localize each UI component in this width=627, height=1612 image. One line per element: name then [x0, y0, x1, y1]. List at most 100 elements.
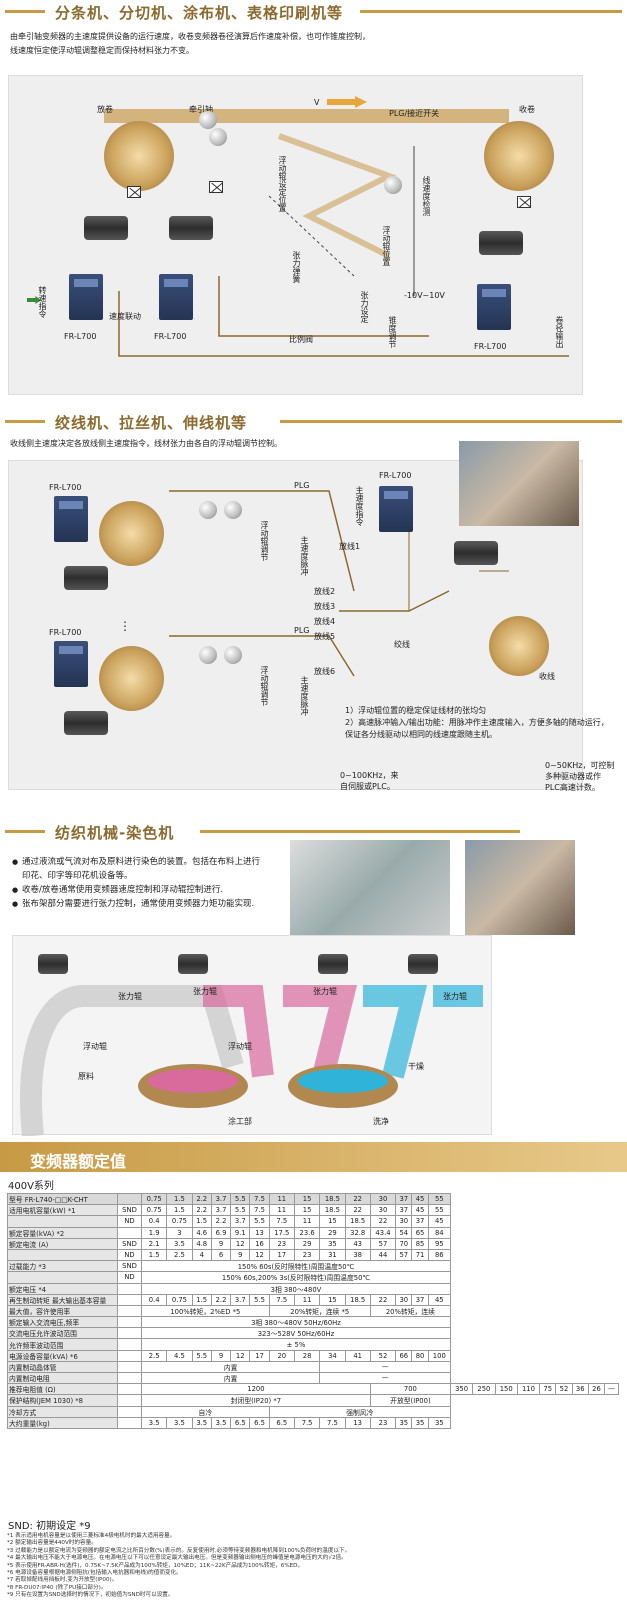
section1-title: 分条机、分切机、涂布机、表格印刷机等	[55, 4, 344, 22]
spec-cell: SND	[117, 1204, 142, 1217]
spec-cell: 2.2	[191, 1204, 212, 1217]
spec-row: 允许频率波动范围± 5%	[7, 1338, 619, 1351]
spec-cell: 内置	[140, 1371, 321, 1385]
spec-cell: 7.5	[319, 1416, 346, 1429]
spec-cell: 18.5	[319, 1204, 346, 1217]
spec-cell: 95	[427, 1237, 451, 1250]
s2-inverter-right-label: FR-L700	[379, 471, 412, 480]
tension-set-label: 张力设定	[360, 291, 369, 323]
spec-row-label: 过载能力 *3	[7, 1260, 118, 1273]
spec-cell: 18.5	[344, 1215, 371, 1228]
spec-cell: 57	[369, 1237, 397, 1250]
spec-cell: 2.5	[140, 1349, 168, 1362]
spec-row-label: 再生制动转矩 最大输出基本容量	[7, 1293, 118, 1306]
spec-cell: 1.5	[166, 1192, 193, 1206]
spec-cell	[117, 1416, 142, 1429]
s2-wire6-label: 放线6	[314, 667, 336, 676]
spec-cell: 2.2	[210, 1215, 232, 1228]
spec-cell: 3.7	[230, 1293, 251, 1306]
spec-cell: —	[604, 1383, 619, 1396]
spec-cell: 封闭型(IP20) *7	[141, 1394, 371, 1407]
pulse-left-label: 0~100KHz，来自伺服或PLC。	[340, 771, 399, 791]
section1-diagram: 放卷 牵引轴 V PLG/接近开关 收卷 浮动辊设定位置 线速度检测 浮动辊位置…	[8, 75, 583, 395]
spec-cell: 32.8	[344, 1226, 371, 1239]
spec-row: 冷却方式自冷强制风冷	[7, 1405, 619, 1418]
pulse-right-label: 0~50KHz，可控制多种驱动器或作 PLC高速计数。	[545, 761, 615, 792]
spec-row-label	[7, 1271, 118, 1284]
spec-cell: 20	[268, 1349, 295, 1362]
spec-cell: 150	[494, 1383, 518, 1396]
spec-cell: 1.5	[166, 1204, 193, 1217]
spec-row-label: 交流电压允许波动范围	[7, 1327, 118, 1340]
s2-reel-bottom	[99, 646, 164, 711]
inverter-2-label: FR-L700	[154, 332, 187, 341]
spec-cell: 7.5	[268, 1215, 295, 1228]
spec-cell	[117, 1338, 142, 1351]
s3-dancer1-label: 浮动辊	[83, 1042, 107, 1051]
traction-roller-bottom	[209, 128, 227, 146]
s3-motor-2	[178, 954, 208, 974]
section2-diagram: FR-L700 FR-L700 FR-L700 PLG PLG ⋮ 主速度指令 …	[8, 441, 583, 790]
coupling-icon-3	[517, 196, 531, 208]
spec-cell: 45	[427, 1215, 451, 1228]
coupling-icon-1	[127, 186, 141, 198]
spec-row-label: 冷却方式	[7, 1405, 118, 1418]
spec-cell: 65	[411, 1226, 429, 1239]
spec-cell: 15	[319, 1215, 346, 1228]
section4-title: 变频器额定值	[30, 1152, 127, 1171]
footnote: *9 只有在设置为SND选择时的情况下，初始值为SND时可以设置。	[7, 1592, 174, 1599]
spec-cell: 323～528V 50Hz/60Hz	[141, 1327, 451, 1340]
plg-label: PLG/接近开关	[389, 109, 440, 118]
spec-cell: 17.5	[268, 1226, 295, 1239]
spec-cell: 57	[395, 1248, 413, 1262]
s3-motor-4	[408, 954, 438, 974]
spec-cell: 150% 60s,200% 3s(反时限特性)周围温度50℃	[141, 1271, 451, 1284]
s2-dancer-adj2-label: 浮动辊调节	[260, 666, 269, 706]
spec-cell: 31	[319, 1248, 346, 1262]
spec-cell: 3.7	[210, 1204, 232, 1217]
spec-cell: SND	[117, 1237, 142, 1250]
v-label: V	[314, 98, 320, 107]
spec-cell: 9	[230, 1248, 251, 1262]
spec-cell: 13	[249, 1226, 270, 1239]
spec-cell: 2.5	[166, 1248, 193, 1262]
spec-cell: 22	[344, 1192, 371, 1206]
spec-cell: 11	[293, 1215, 321, 1228]
spec-cell: 22	[344, 1204, 371, 1217]
spec-cell: 37	[411, 1293, 429, 1306]
spec-cell: 15	[319, 1293, 346, 1306]
spec-cell: 3.5	[140, 1416, 168, 1429]
spec-cell: 28	[293, 1349, 321, 1362]
spec-cell: ± 5%	[141, 1338, 451, 1351]
spec-cell: 71	[411, 1248, 429, 1262]
v-arrow	[327, 96, 367, 108]
spec-cell	[117, 1192, 142, 1206]
s2-roller-2	[224, 501, 242, 519]
section1-header: 分条机、分切机、涂布机、表格印刷机等	[0, 0, 627, 30]
section1-lines	[104, 109, 569, 357]
section1-desc: 由牵引轴变频器的主速度提供设备的运行速度，收卷变频器卷径演算后作速度补偿，也可作…	[10, 32, 370, 55]
spec-cell: 30	[395, 1293, 413, 1306]
spec-cell: 45	[411, 1192, 429, 1206]
s2-stranding-label: 绞线	[394, 640, 410, 649]
spec-cell: 43.4	[369, 1226, 397, 1239]
footnote: *6 电源设备容量根据电源侧阻抗(包括输入电抗器和电线)的值而变化。	[7, 1570, 182, 1577]
inverter-3	[477, 284, 511, 330]
spec-cell: 18.5	[344, 1293, 371, 1306]
s2-roller-1	[199, 501, 217, 519]
footnote: *5 表示使用FR-ABR-H(选件)，0.75K~7.5K产品成为100%转矩…	[7, 1562, 304, 1569]
spec-cell: 37	[395, 1192, 413, 1206]
spec-cell: ND	[117, 1271, 142, 1284]
s3-raw-label: 原料	[78, 1072, 94, 1081]
spec-cell: 6.9	[210, 1226, 232, 1239]
spec-cell: 7.5	[268, 1293, 295, 1306]
s2-plg1-label: PLG	[294, 481, 310, 490]
s2-wire2-label: 放线2	[314, 587, 336, 596]
spec-cell: 35	[411, 1416, 429, 1429]
s2-reel-top	[99, 501, 164, 566]
